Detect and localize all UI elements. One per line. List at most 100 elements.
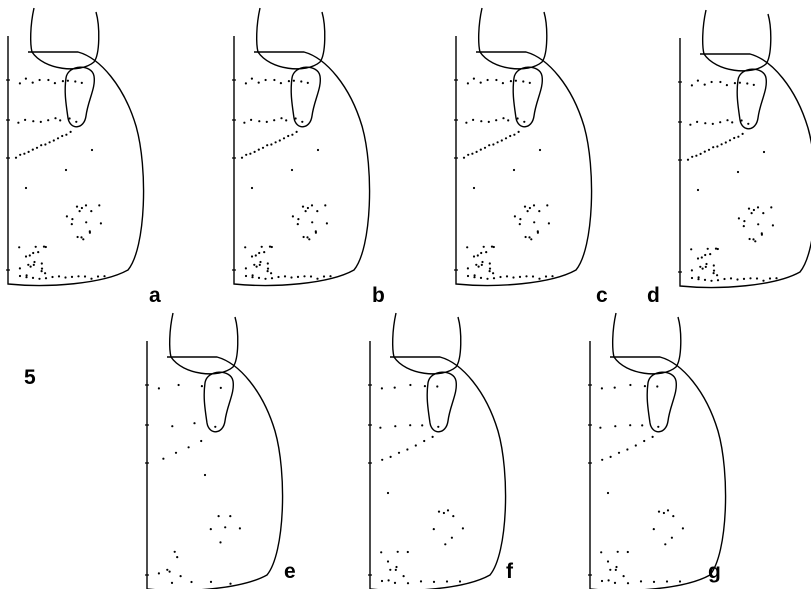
label-dot: [509, 135, 511, 137]
label-dot: [251, 255, 253, 257]
label-dot: [466, 246, 468, 248]
label-dot: [80, 236, 82, 238]
label-dot: [737, 171, 739, 173]
label-dot: [522, 80, 524, 82]
label-dot: [424, 385, 426, 387]
label-dot: [599, 427, 601, 429]
label-dot: [395, 566, 397, 568]
label-dot: [201, 385, 203, 387]
label-dot: [713, 264, 715, 266]
label-dot: [743, 220, 745, 222]
label-dot: [287, 135, 289, 137]
label-dot: [667, 509, 669, 511]
label-dot: [717, 279, 719, 281]
label-dot: [32, 252, 34, 254]
label-dot: [19, 275, 21, 277]
top-lobe-outline: [393, 313, 461, 374]
label-dot: [657, 426, 659, 428]
label-dot: [64, 276, 66, 278]
label-dot: [302, 206, 304, 208]
label-dot: [513, 134, 515, 136]
label-dot: [756, 277, 758, 279]
label-dot: [672, 515, 674, 517]
label-dot: [697, 257, 699, 259]
label-dot: [679, 580, 681, 582]
label-dot: [89, 230, 91, 232]
label-dot: [545, 275, 547, 277]
label-dot: [303, 236, 305, 238]
label-dot: [769, 277, 771, 279]
label-dot: [757, 206, 759, 208]
label-dot: [266, 121, 268, 123]
label-dot: [465, 122, 467, 124]
label-dot: [36, 147, 38, 149]
label-dot: [492, 143, 494, 145]
label-dot: [258, 120, 260, 122]
label-dot: [261, 246, 263, 248]
label-dot: [710, 280, 712, 282]
label-dot: [292, 215, 294, 217]
label-dot: [27, 264, 29, 266]
label-dot: [277, 276, 279, 278]
label-dot: [696, 121, 698, 123]
label-dot: [761, 232, 763, 234]
label-dot: [279, 139, 281, 141]
label-dot: [719, 121, 721, 123]
label-dot: [33, 264, 35, 266]
label-dot: [614, 387, 616, 389]
label-dot: [81, 207, 83, 209]
label-dot: [200, 440, 202, 442]
label-dot: [259, 261, 261, 263]
label-dot: [538, 210, 540, 212]
label-dot: [701, 256, 703, 258]
label-dot: [525, 275, 527, 277]
label-dot: [158, 387, 160, 389]
label-dot: [171, 425, 173, 427]
label-dot: [245, 82, 247, 84]
label-dot: [653, 581, 655, 583]
label-dot: [61, 135, 63, 137]
label-dot: [290, 276, 292, 278]
label-dot: [71, 223, 73, 225]
label-dot: [539, 149, 541, 151]
label-dot: [653, 528, 655, 530]
label-dot: [527, 210, 529, 212]
label-dot: [283, 137, 285, 139]
label-dot: [71, 218, 73, 220]
label-dot: [753, 209, 755, 211]
label-dot: [488, 144, 490, 146]
label-dot: [174, 551, 176, 553]
label-dot: [269, 246, 271, 248]
label-dot: [491, 246, 493, 248]
label-dot: [423, 440, 425, 442]
label-dot: [719, 81, 721, 83]
label-dot: [506, 275, 508, 277]
label-dot: [19, 154, 21, 156]
label-dot: [77, 236, 79, 238]
label-dot: [432, 436, 434, 438]
label-dot: [47, 119, 49, 121]
label-dot: [258, 82, 260, 84]
label-dot: [708, 149, 710, 151]
label-dot: [519, 223, 521, 225]
label-dot: [484, 147, 486, 149]
label-dot: [54, 82, 56, 84]
lesion-outline: [427, 372, 456, 432]
label-dot: [270, 272, 272, 274]
section-outline: [370, 341, 506, 589]
label-dot: [40, 121, 42, 123]
panel-label-g: g: [708, 560, 721, 583]
panel-g: [588, 313, 726, 589]
label-dot: [47, 79, 49, 81]
label-dot: [704, 122, 706, 124]
label-dot: [682, 527, 684, 529]
figure-number: 5: [24, 366, 36, 389]
label-dot: [379, 427, 381, 429]
label-dot: [772, 224, 774, 226]
label-dot: [24, 119, 26, 121]
label-dot: [514, 215, 516, 217]
label-dot: [311, 204, 313, 206]
label-dot: [601, 387, 603, 389]
label-dot: [532, 275, 534, 277]
label-dot: [492, 272, 494, 274]
